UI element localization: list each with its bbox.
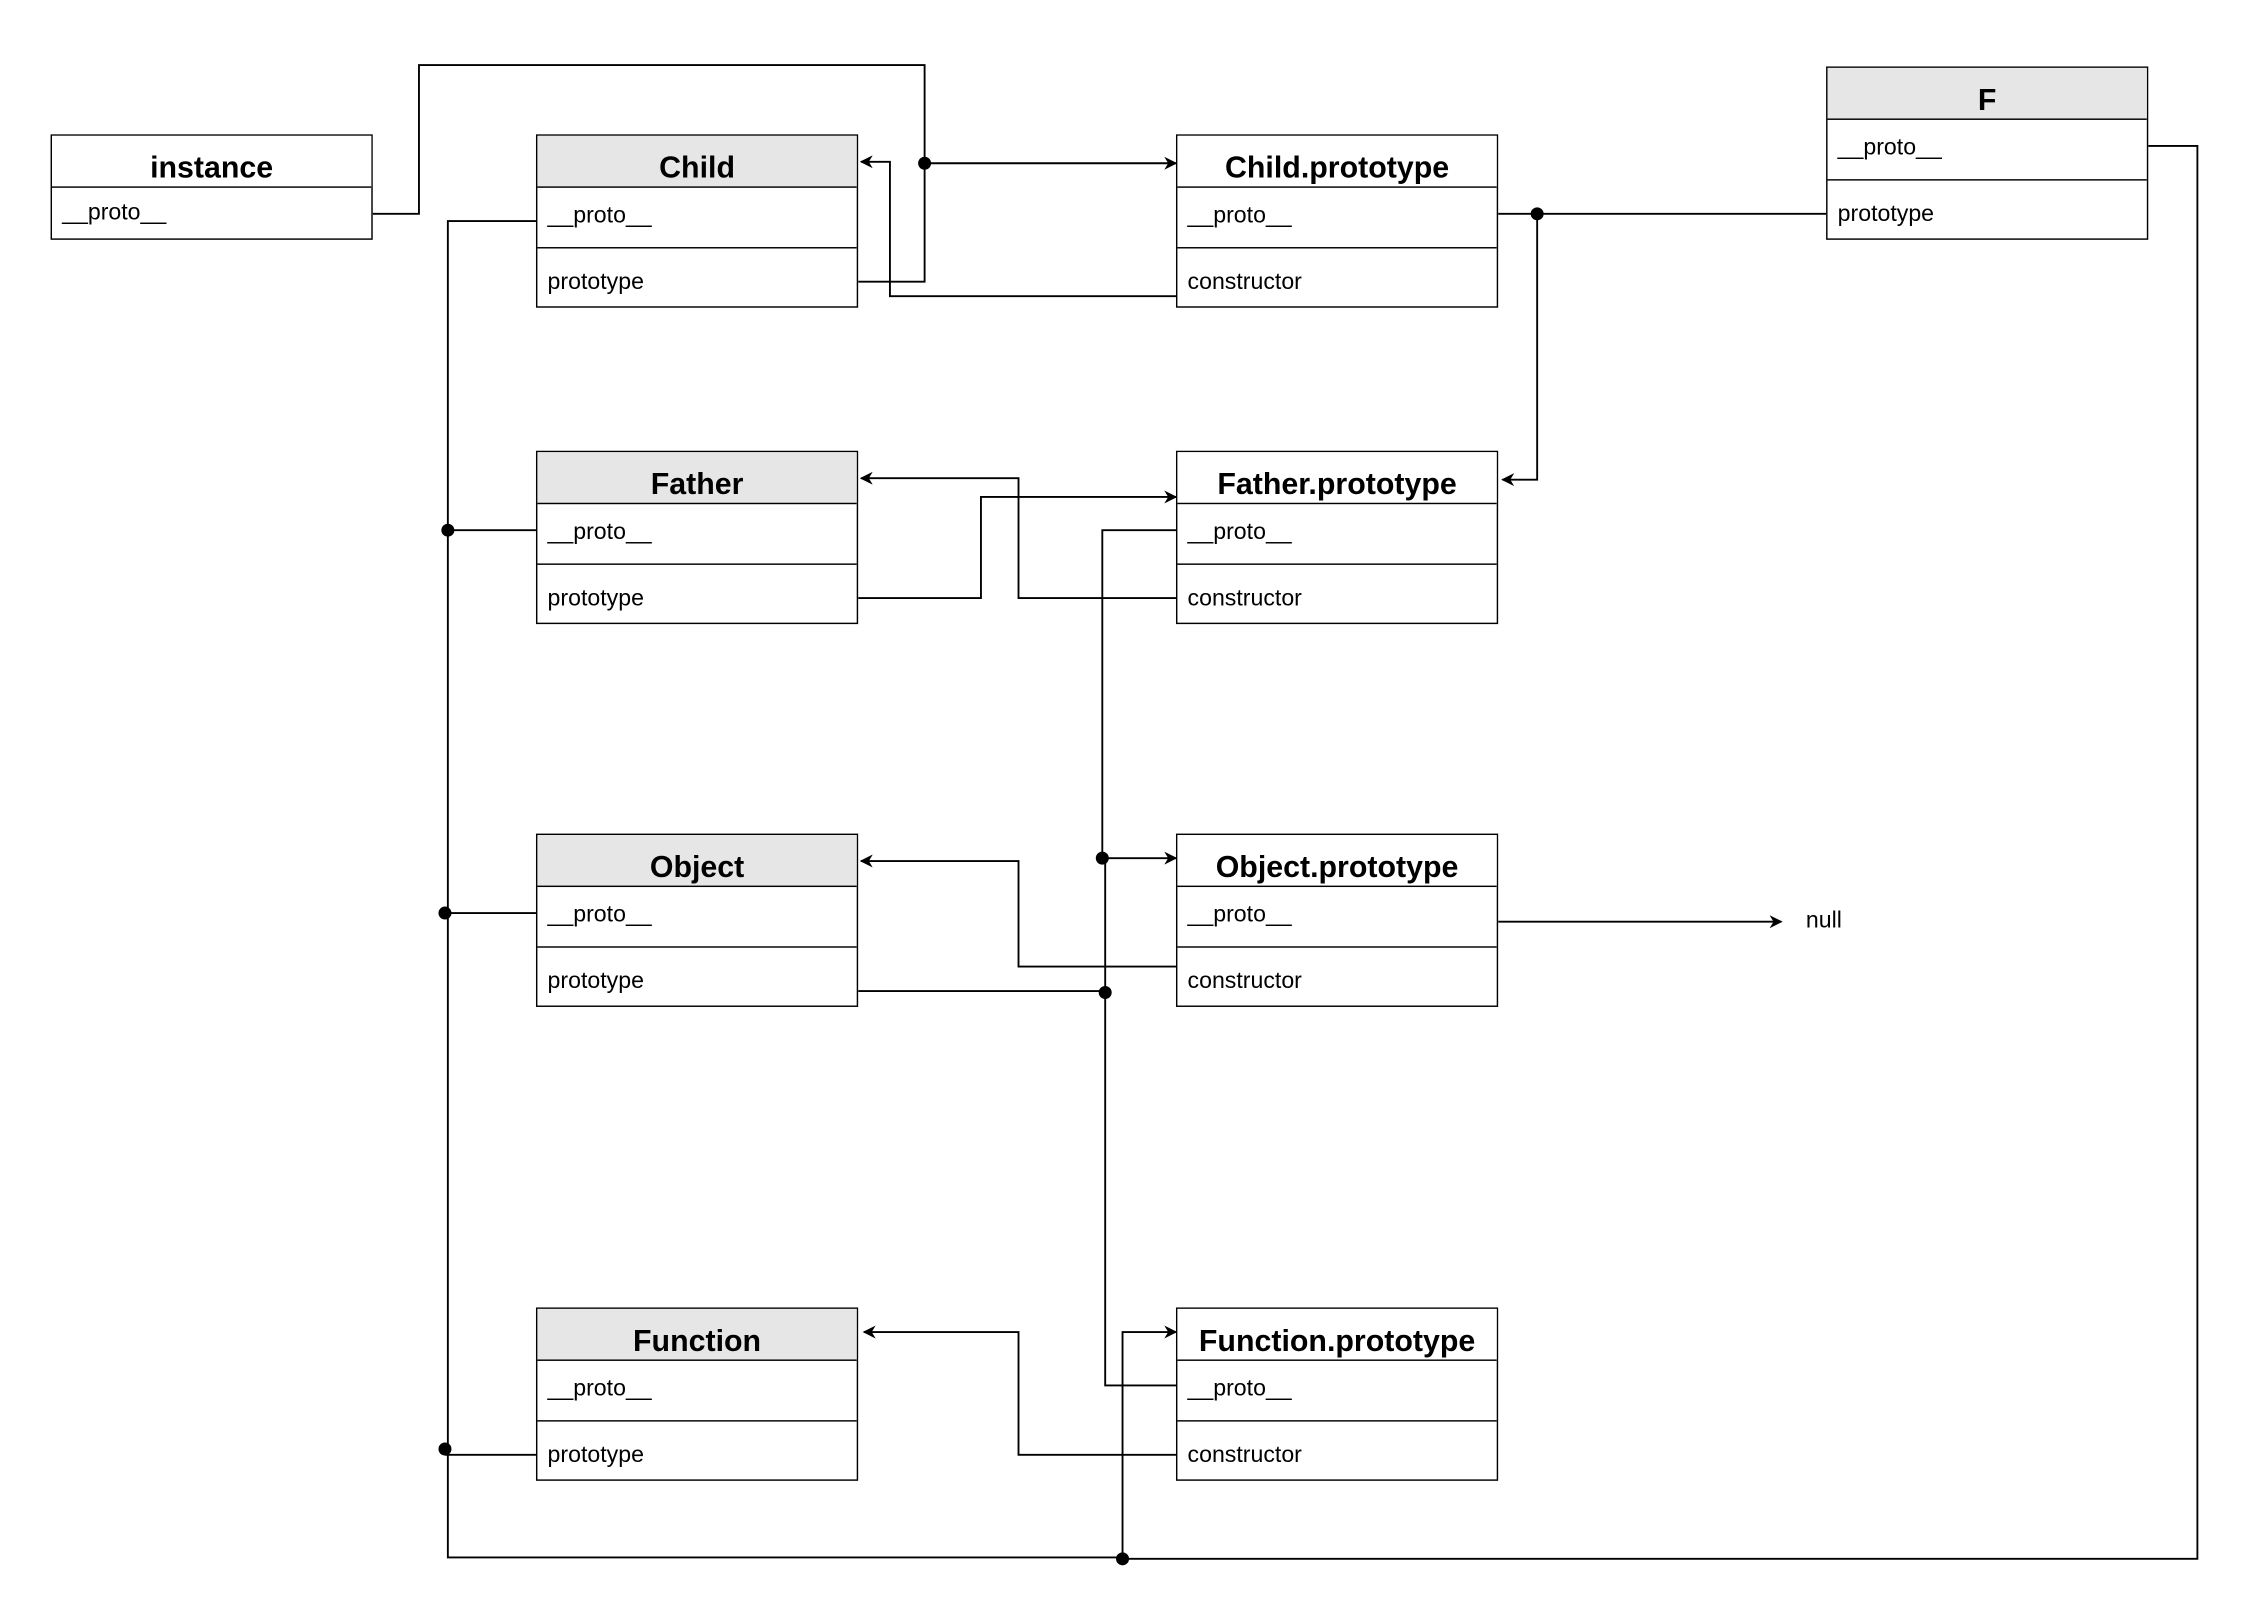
field-proto: __proto__ [1177,1361,1497,1422]
node-title: Father.prototype [1177,452,1497,505]
junction-dot [918,156,932,170]
edge-function-prototype-proto [1104,991,1176,1387]
field-proto: __proto__ [537,887,857,948]
node-f: F __proto__ prototype [1826,66,2149,240]
edge-left-proto-bus [446,220,1123,1559]
node-instance: instance __proto__ [50,134,373,240]
junction-dot [1530,207,1544,221]
node-object: Object __proto__ prototype [535,833,859,1007]
edge-function-proto-target [1121,1325,1178,1559]
field-proto: __proto__ [537,1361,857,1422]
edge-f-prototype [1501,213,1539,487]
edge-function-prototype-constructor [862,1325,1176,1456]
field-proto: __proto__ [62,200,167,226]
field-proto: __proto__ [1177,887,1497,948]
field-constructor: constructor [1187,270,1302,295]
junction-dot [1116,1552,1130,1566]
node-title: Object.prototype [1177,835,1497,888]
node-child: Child __proto__ prototype [535,134,859,308]
edge-child-prototype-constructor [859,155,1176,298]
field-constructor: constructor [1187,1443,1302,1468]
node-father-prototype: Father.prototype __proto__ constructor [1175,450,1499,625]
node-child-prototype: Child.prototype __proto__ constructor [1175,134,1499,308]
field-proto: __proto__ [1177,504,1497,565]
edge-object-prototype-constructor [859,854,1176,968]
field-constructor: constructor [1187,969,1302,994]
node-father: Father __proto__ prototype [535,450,859,625]
field-prototype: prototype [547,969,644,994]
edge-child-prototype [858,156,1178,283]
edge-father-prototype-proto [1101,529,1176,859]
edge-father-prototype [858,490,1178,600]
node-object-prototype: Object.prototype __proto__ constructor [1175,833,1499,1007]
field-prototype: prototype [547,586,644,612]
field-proto: __proto__ [1177,188,1497,249]
field-prototype: prototype [547,1443,644,1468]
junction-dot [438,906,452,920]
null-label: null [1805,908,1842,934]
edge-father-prototype-constructor [859,471,1176,600]
node-function-prototype: Function.prototype __proto__ constructor [1175,1307,1499,1481]
field-proto: __proto__ [537,188,857,249]
edge-instance-proto [372,64,926,215]
node-title: Father [537,452,857,505]
node-title: Child.prototype [1177,135,1497,188]
edge-object-prototype [858,858,1107,993]
field-proto: __proto__ [537,504,857,565]
junction-dot [441,523,455,537]
edge-f-proto [1122,144,2199,1560]
field-constructor: constructor [1187,586,1302,612]
field-prototype: prototype [547,270,644,295]
junction-dot [438,1442,452,1456]
junction-dot [1095,851,1109,865]
node-title: instance [52,135,372,188]
node-title: Function [537,1308,857,1361]
node-function: Function __proto__ prototype [535,1307,859,1481]
node-title: F [1827,67,2147,120]
node-title: Function.prototype [1177,1308,1497,1361]
node-title: Child [537,135,857,188]
field-proto: __proto__ [1827,120,2147,181]
field-prototype: prototype [1837,202,1935,227]
node-title: Object [537,835,857,888]
junction-dot [1098,986,1112,1000]
